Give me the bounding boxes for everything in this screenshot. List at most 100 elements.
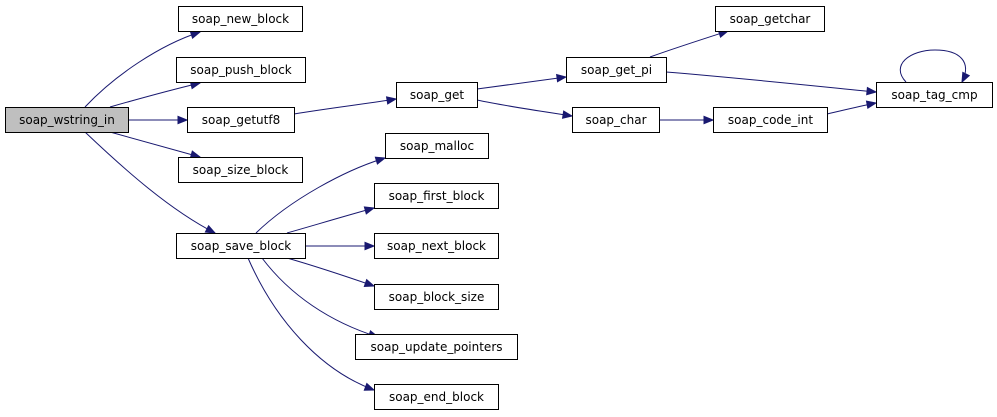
node-soap_block_size[interactable]: soap_block_size xyxy=(374,284,499,310)
node-box[interactable] xyxy=(715,6,825,32)
edge-soap_get-to-soap_char xyxy=(476,99,574,119)
node-label: soap_wstring_in xyxy=(19,113,115,127)
node-box[interactable] xyxy=(5,107,129,133)
arrowhead-icon xyxy=(204,224,217,234)
node-box[interactable] xyxy=(374,284,499,310)
node-box[interactable] xyxy=(876,82,993,108)
node-soap_tag_cmp[interactable]: soap_tag_cmp xyxy=(876,82,993,108)
edges-layer xyxy=(84,29,971,391)
arrowhead-icon xyxy=(363,278,376,288)
edge-line xyxy=(255,157,386,234)
edge-line xyxy=(286,207,375,234)
node-label: soap_size_block xyxy=(193,163,289,177)
arrowhead-icon xyxy=(177,115,189,125)
node-box[interactable] xyxy=(176,57,306,83)
node-label: soap_block_size xyxy=(389,290,485,304)
node-soap_update_pointers[interactable]: soap_update_pointers xyxy=(355,334,518,360)
node-box[interactable] xyxy=(178,6,303,32)
arrowhead-icon xyxy=(561,110,574,119)
node-soap_next_block[interactable]: soap_next_block xyxy=(374,233,499,259)
edge-line xyxy=(109,131,201,158)
arrowhead-icon xyxy=(556,73,568,83)
node-label: soap_malloc xyxy=(400,139,474,153)
edge-line xyxy=(261,257,379,338)
edge-line xyxy=(84,31,201,108)
edge-soap_save_block-to-soap_block_size xyxy=(286,257,376,288)
edge-line xyxy=(293,98,397,115)
arrowhead-icon xyxy=(866,86,878,96)
node-soap_end_block[interactable]: soap_end_block xyxy=(374,384,499,410)
edge-line xyxy=(665,71,877,93)
edge-line xyxy=(109,82,201,108)
node-label: soap_get xyxy=(410,88,465,102)
node-box[interactable] xyxy=(396,82,478,108)
edge-soap_tag_cmp-to-soap_tag_cmp xyxy=(899,49,971,84)
edge-soap_save_block-to-soap_update_pointers xyxy=(261,257,380,339)
node-label: soap_first_block xyxy=(389,189,485,203)
node-box[interactable] xyxy=(355,334,518,360)
arrowhead-icon xyxy=(374,156,387,165)
edge-line xyxy=(476,76,567,90)
edge-line xyxy=(899,49,967,83)
node-label: soap_tag_cmp xyxy=(891,88,977,102)
node-soap_getutf8[interactable]: soap_getutf8 xyxy=(187,107,295,133)
node-soap_save_block[interactable]: soap_save_block xyxy=(176,233,306,259)
edge-soap_save_block-to-soap_first_block xyxy=(286,206,376,234)
node-label: soap_update_pointers xyxy=(370,340,502,354)
nodes-layer: soap_wstring_in soap_new_block soap_push_b… xyxy=(5,6,993,410)
arrowhead-icon xyxy=(961,71,971,84)
edge-line xyxy=(649,30,729,58)
edge-soap_get-to-soap_get_pi xyxy=(476,73,568,90)
node-soap_size_block[interactable]: soap_size_block xyxy=(178,157,303,183)
node-soap_get_pi[interactable]: soap_get_pi xyxy=(566,57,667,83)
arrowhead-icon xyxy=(363,206,376,215)
node-soap_wstring_in[interactable]: soap_wstring_in xyxy=(5,107,129,133)
node-box[interactable] xyxy=(176,233,306,259)
node-label: soap_new_block xyxy=(192,12,289,26)
node-box[interactable] xyxy=(374,233,499,259)
node-box[interactable] xyxy=(385,133,489,159)
node-label: soap_char xyxy=(585,113,646,127)
arrowhead-icon xyxy=(865,100,878,110)
node-soap_getchar[interactable]: soap_getchar xyxy=(715,6,825,32)
node-label: soap_save_block xyxy=(191,239,292,253)
edge-line xyxy=(84,131,216,234)
edge-soap_wstring_in-to-soap_save_block xyxy=(84,131,217,234)
node-label: soap_getutf8 xyxy=(202,113,280,127)
edge-soap_wstring_in-to-soap_getutf8 xyxy=(128,115,189,125)
node-box[interactable] xyxy=(178,157,303,183)
node-label: soap_get_pi xyxy=(581,63,652,77)
edge-soap_char-to-soap_code_int xyxy=(659,115,715,125)
edge-soap_get_pi-to-soap_tag_cmp xyxy=(665,71,878,96)
edge-soap_save_block-to-soap_end_block xyxy=(247,257,376,391)
edge-soap_save_block-to-soap_next_block xyxy=(305,241,376,251)
node-soap_push_block[interactable]: soap_push_block xyxy=(176,57,306,83)
edge-line xyxy=(476,99,573,117)
edge-line xyxy=(247,257,375,391)
arrowhead-icon xyxy=(189,30,202,40)
node-soap_new_block[interactable]: soap_new_block xyxy=(178,6,303,32)
edge-soap_save_block-to-soap_malloc xyxy=(255,156,387,234)
node-soap_code_int[interactable]: soap_code_int xyxy=(713,107,828,133)
node-label: soap_next_block xyxy=(387,239,486,253)
node-box[interactable] xyxy=(566,57,667,83)
node-soap_char[interactable]: soap_char xyxy=(572,107,660,133)
node-box[interactable] xyxy=(572,107,660,133)
edge-soap_wstring_in-to-soap_size_block xyxy=(109,131,202,159)
arrowhead-icon xyxy=(363,382,376,391)
node-soap_malloc[interactable]: soap_malloc xyxy=(385,133,489,159)
arrowhead-icon xyxy=(385,96,398,105)
node-soap_first_block[interactable]: soap_first_block xyxy=(374,183,499,209)
edge-line xyxy=(286,257,375,287)
edge-soap_wstring_in-to-soap_push_block xyxy=(109,80,202,108)
node-box[interactable] xyxy=(374,183,499,209)
edge-soap_code_int-to-soap_tag_cmp xyxy=(826,100,878,115)
node-label: soap_push_block xyxy=(190,63,292,77)
edge-soap_getutf8-to-soap_get xyxy=(293,96,398,115)
node-label: soap_end_block xyxy=(389,390,484,404)
node-soap_get[interactable]: soap_get xyxy=(396,82,478,108)
node-label: soap_getchar xyxy=(730,12,811,26)
node-box[interactable] xyxy=(187,107,295,133)
node-box[interactable] xyxy=(374,384,499,410)
node-box[interactable] xyxy=(713,107,828,133)
